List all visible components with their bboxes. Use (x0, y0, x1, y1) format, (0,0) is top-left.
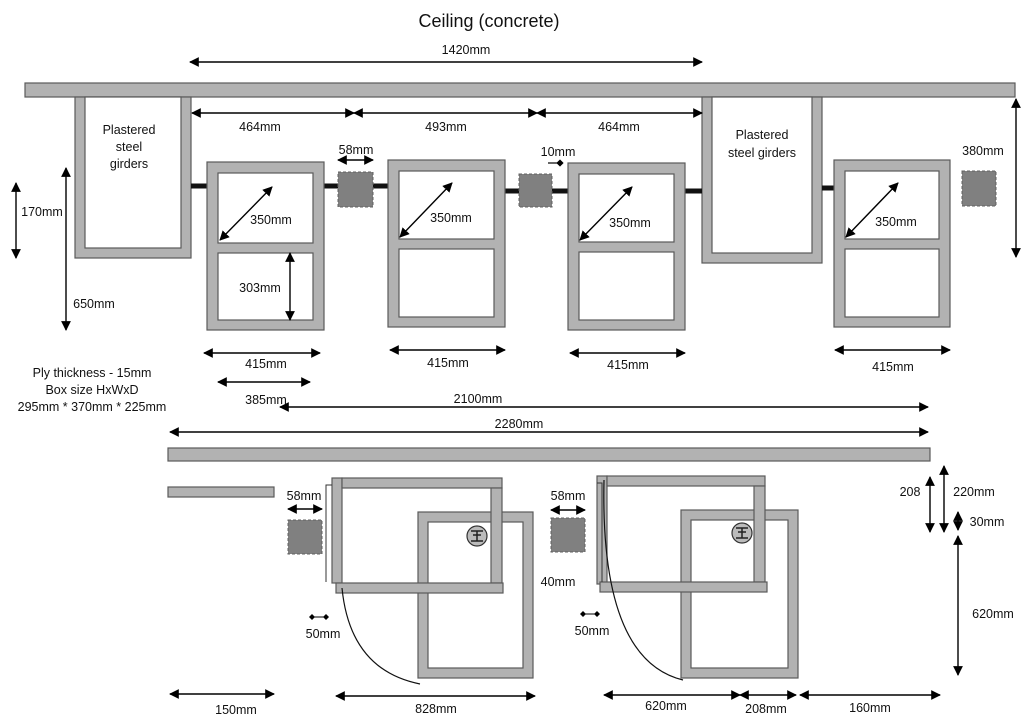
dim-58a-label: 58mm (287, 489, 322, 503)
dim-415b-label: 415mm (427, 356, 469, 370)
cabinet-4 (833, 159, 951, 328)
cabinet-3 (567, 162, 686, 331)
plan-spacer-block-2 (550, 517, 586, 553)
note-box-size-values: 295mm * 370mm * 225mm (18, 400, 167, 414)
dim-350b-arrow (399, 182, 453, 238)
dim-350d-label: 350mm (875, 215, 917, 229)
dim-415c-label: 415mm (607, 358, 649, 372)
dim-350b-label: 350mm (430, 211, 472, 225)
dim-385-label: 385mm (245, 393, 287, 407)
dim-150-label: 150mm (215, 703, 257, 717)
ceiling-slab (24, 82, 1016, 98)
dim-350a-label: 350mm (250, 213, 292, 227)
left-girder-label-2: steel (116, 140, 142, 154)
dim-620a-label: 620mm (972, 607, 1014, 621)
connector-line (191, 183, 834, 194)
dim-58b-label: 58mm (551, 489, 586, 503)
spacer-block-1 (337, 171, 374, 208)
dim-464a-label: 464mm (239, 120, 281, 134)
spacer-block-3 (961, 170, 997, 207)
plan-left-board (167, 486, 275, 498)
note-box-size-header: Box size HxWxD (45, 383, 138, 397)
cabinet-2 (387, 159, 506, 328)
dim-620b-label: 620mm (645, 699, 687, 713)
dim-220-label: 220mm (953, 485, 995, 499)
dim-350c-label: 350mm (609, 216, 651, 230)
dim-58-top-label: 58mm (339, 143, 374, 157)
dim-170-label: 170mm (21, 205, 63, 219)
dim-380-label: 380mm (962, 144, 1004, 158)
left-girder: Plastered steel girders (74, 96, 192, 259)
dim-30-label: 30mm (970, 515, 1005, 529)
dim-828-label: 828mm (415, 702, 457, 716)
dim-160-label: 160mm (849, 701, 891, 715)
plan-top-board (167, 447, 931, 462)
dim-650-label: 650mm (73, 297, 115, 311)
right-girder-label-1: Plastered (736, 128, 789, 142)
dim-40-label: 40mm (541, 575, 576, 589)
dim-1420-label: 1420mm (442, 43, 491, 57)
dim-208b-label: 208mm (745, 702, 787, 716)
plan-assembly-right (596, 475, 799, 681)
plan-spacer-block-1 (287, 519, 323, 555)
dim-415d-label: 415mm (872, 360, 914, 374)
dim-50a-label: 50mm (306, 627, 341, 641)
right-girder-label-2: steel girders (728, 146, 796, 160)
dim-2100-label: 2100mm (454, 392, 503, 406)
cabinet-1 (206, 161, 325, 331)
dim-50b-label: 50mm (575, 624, 610, 638)
dim-493-label: 493mm (425, 120, 467, 134)
note-ply-thickness: Ply thickness - 15mm (33, 366, 152, 380)
dim-464b-label: 464mm (598, 120, 640, 134)
dim-350a-arrow (219, 186, 273, 241)
left-girder-label-1: Plastered (103, 123, 156, 137)
door-swing-arc-left (341, 587, 421, 685)
diagram-title: Ceiling (concrete) (418, 11, 559, 31)
dim-350c-arrow (579, 186, 633, 241)
left-girder-label-3: girders (110, 157, 148, 171)
dim-2280-label: 2280mm (495, 417, 544, 431)
dim-303-label: 303mm (239, 281, 281, 295)
plan-assembly-left (325, 477, 534, 685)
dim-350d-arrow (845, 182, 899, 238)
right-girder: Plastered steel girders (701, 96, 823, 264)
dim-10-label: 10mm (541, 145, 576, 159)
dim-208a-label: 208 (900, 485, 921, 499)
dim-415a-label: 415mm (245, 357, 287, 371)
door-swing-arc-right (603, 479, 684, 681)
spacer-block-2 (518, 173, 553, 208)
